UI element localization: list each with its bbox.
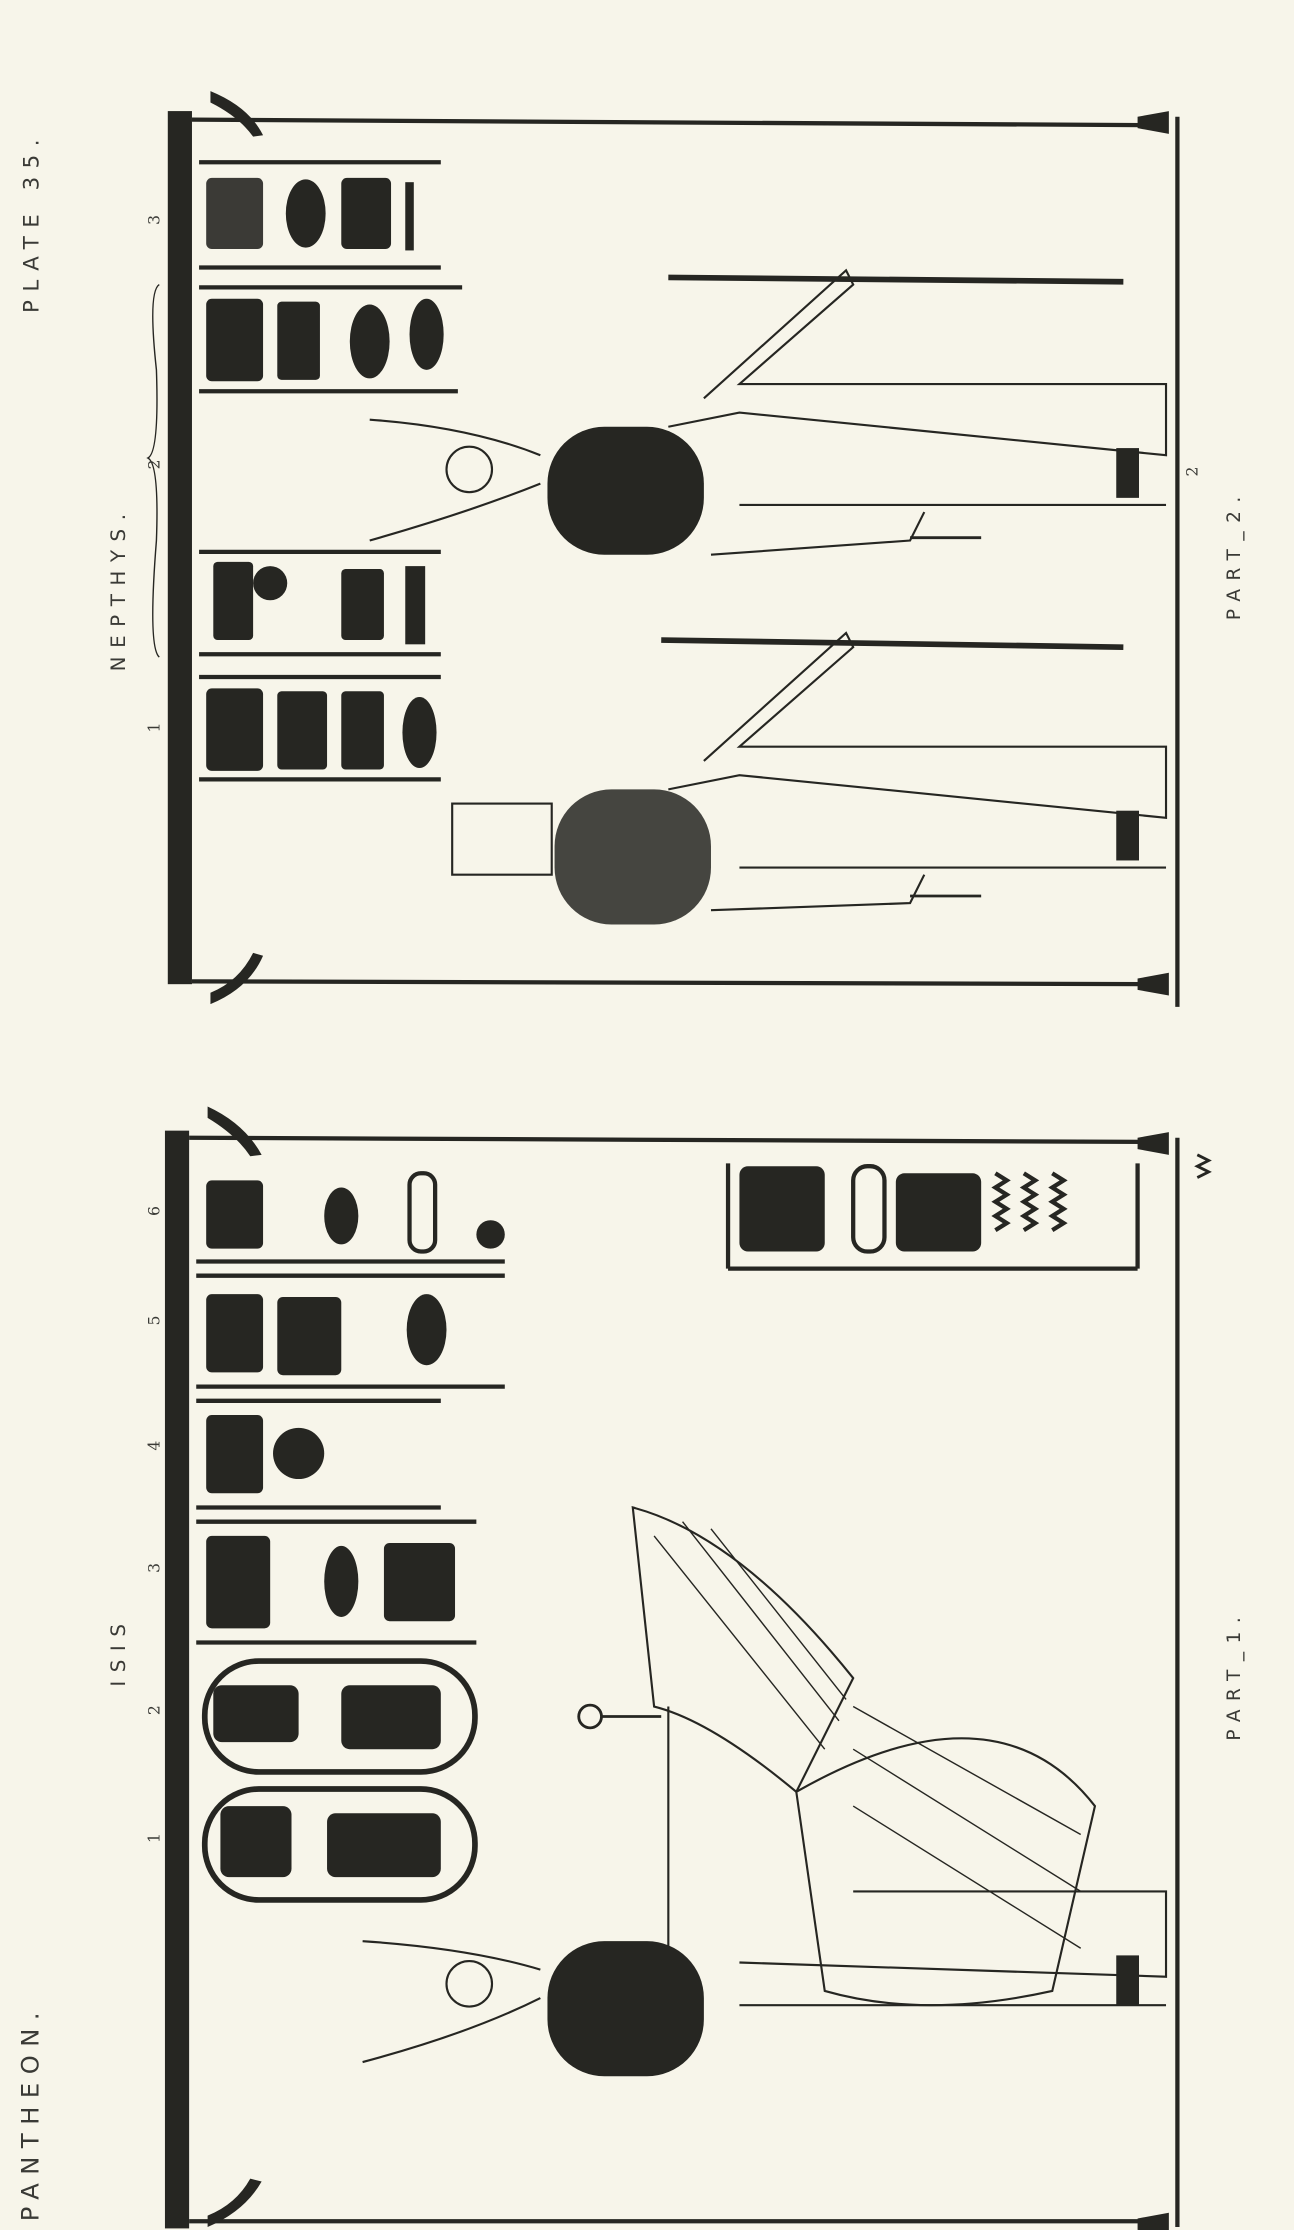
frame-sky-bar: [164, 1130, 190, 2229]
frame-ornament: [207, 2178, 262, 2227]
column-number: 1: [144, 723, 163, 733]
frame-ornament: [210, 952, 264, 1005]
frame-bottom: [191, 979, 1167, 987]
hieroglyph-columns: [199, 160, 463, 782]
part-1-panel: ISIS PART_1. 1 2 3 4 5 6: [107, 1106, 1245, 2230]
frame-ornament: [1137, 111, 1169, 996]
deity-name-nepthys: NEPTHYS.: [107, 505, 130, 671]
foot-mark: 2: [1182, 467, 1201, 477]
nepthys-figure: [369, 268, 1168, 556]
hieroglyph-columns: [196, 1163, 1140, 1903]
column-number: 6: [144, 1206, 163, 1216]
column-number: 2: [144, 459, 163, 469]
brace: [146, 283, 160, 658]
part-1-label: PART_1.: [1224, 1609, 1245, 1741]
column-number: 4: [144, 1441, 163, 1451]
frame-ornament: [1137, 1132, 1169, 2230]
column-number: 3: [144, 1563, 163, 1573]
frame-top: [189, 1135, 1167, 1145]
wing: [795, 1737, 1097, 2007]
part-2-panel: NEPTHYS. PART_2. 1 2 3 2: [107, 91, 1245, 1007]
column-number: 2: [144, 1705, 163, 1715]
frame-ornament: [207, 1106, 262, 1157]
wing: [631, 1506, 855, 1794]
frame-sky-bar: [167, 111, 192, 985]
zigzag-mark: [1194, 1153, 1212, 1179]
plate-number: PLATE 35.: [19, 131, 44, 313]
column-number: 5: [144, 1315, 163, 1325]
book-title: PANTHEON.: [16, 2004, 44, 2221]
column-number: 3: [144, 215, 163, 225]
column-number: 1: [144, 1833, 163, 1843]
deity-name-isis: ISIS: [107, 1616, 130, 1687]
frame-ornament: [210, 91, 264, 137]
isis-nepthys-companion-figure: [451, 631, 1168, 925]
isis-figure: [362, 1506, 1168, 2077]
frame-top: [191, 117, 1167, 128]
part-2-label: PART_2.: [1224, 488, 1245, 620]
